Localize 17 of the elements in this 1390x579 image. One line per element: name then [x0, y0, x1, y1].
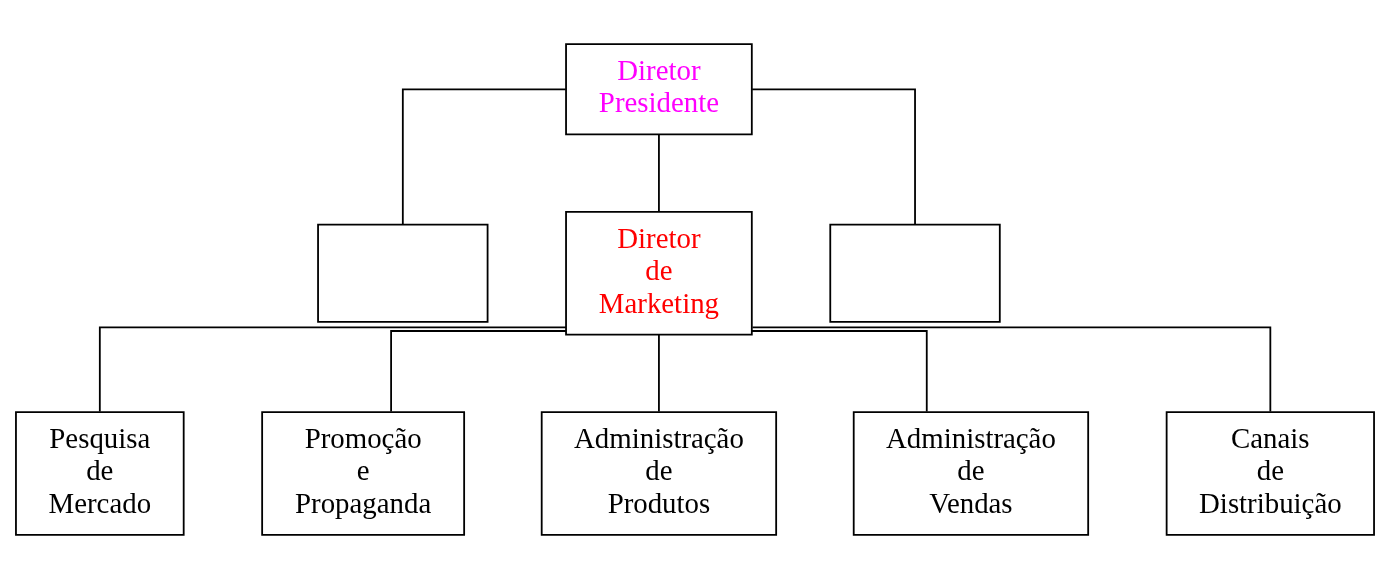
connector — [750, 330, 928, 413]
connector — [390, 330, 567, 413]
node-box: Promoção e Propaganda — [261, 411, 466, 536]
node-box — [829, 223, 1001, 323]
node-box: Diretor de Marketing — [565, 211, 753, 336]
connector — [751, 326, 1272, 413]
node-box — [317, 223, 489, 323]
node-box: Canais de Distribuição — [1165, 411, 1375, 536]
connector — [658, 133, 660, 213]
connector — [401, 88, 567, 226]
node-box: Administração de Produtos — [540, 411, 778, 536]
connector — [98, 326, 567, 413]
node-box: Pesquisa de Mercado — [15, 411, 185, 536]
connector — [658, 334, 660, 413]
node-box: Diretor Presidente — [565, 43, 753, 136]
connector — [751, 88, 916, 226]
node-box: Administração de Vendas — [852, 411, 1090, 536]
